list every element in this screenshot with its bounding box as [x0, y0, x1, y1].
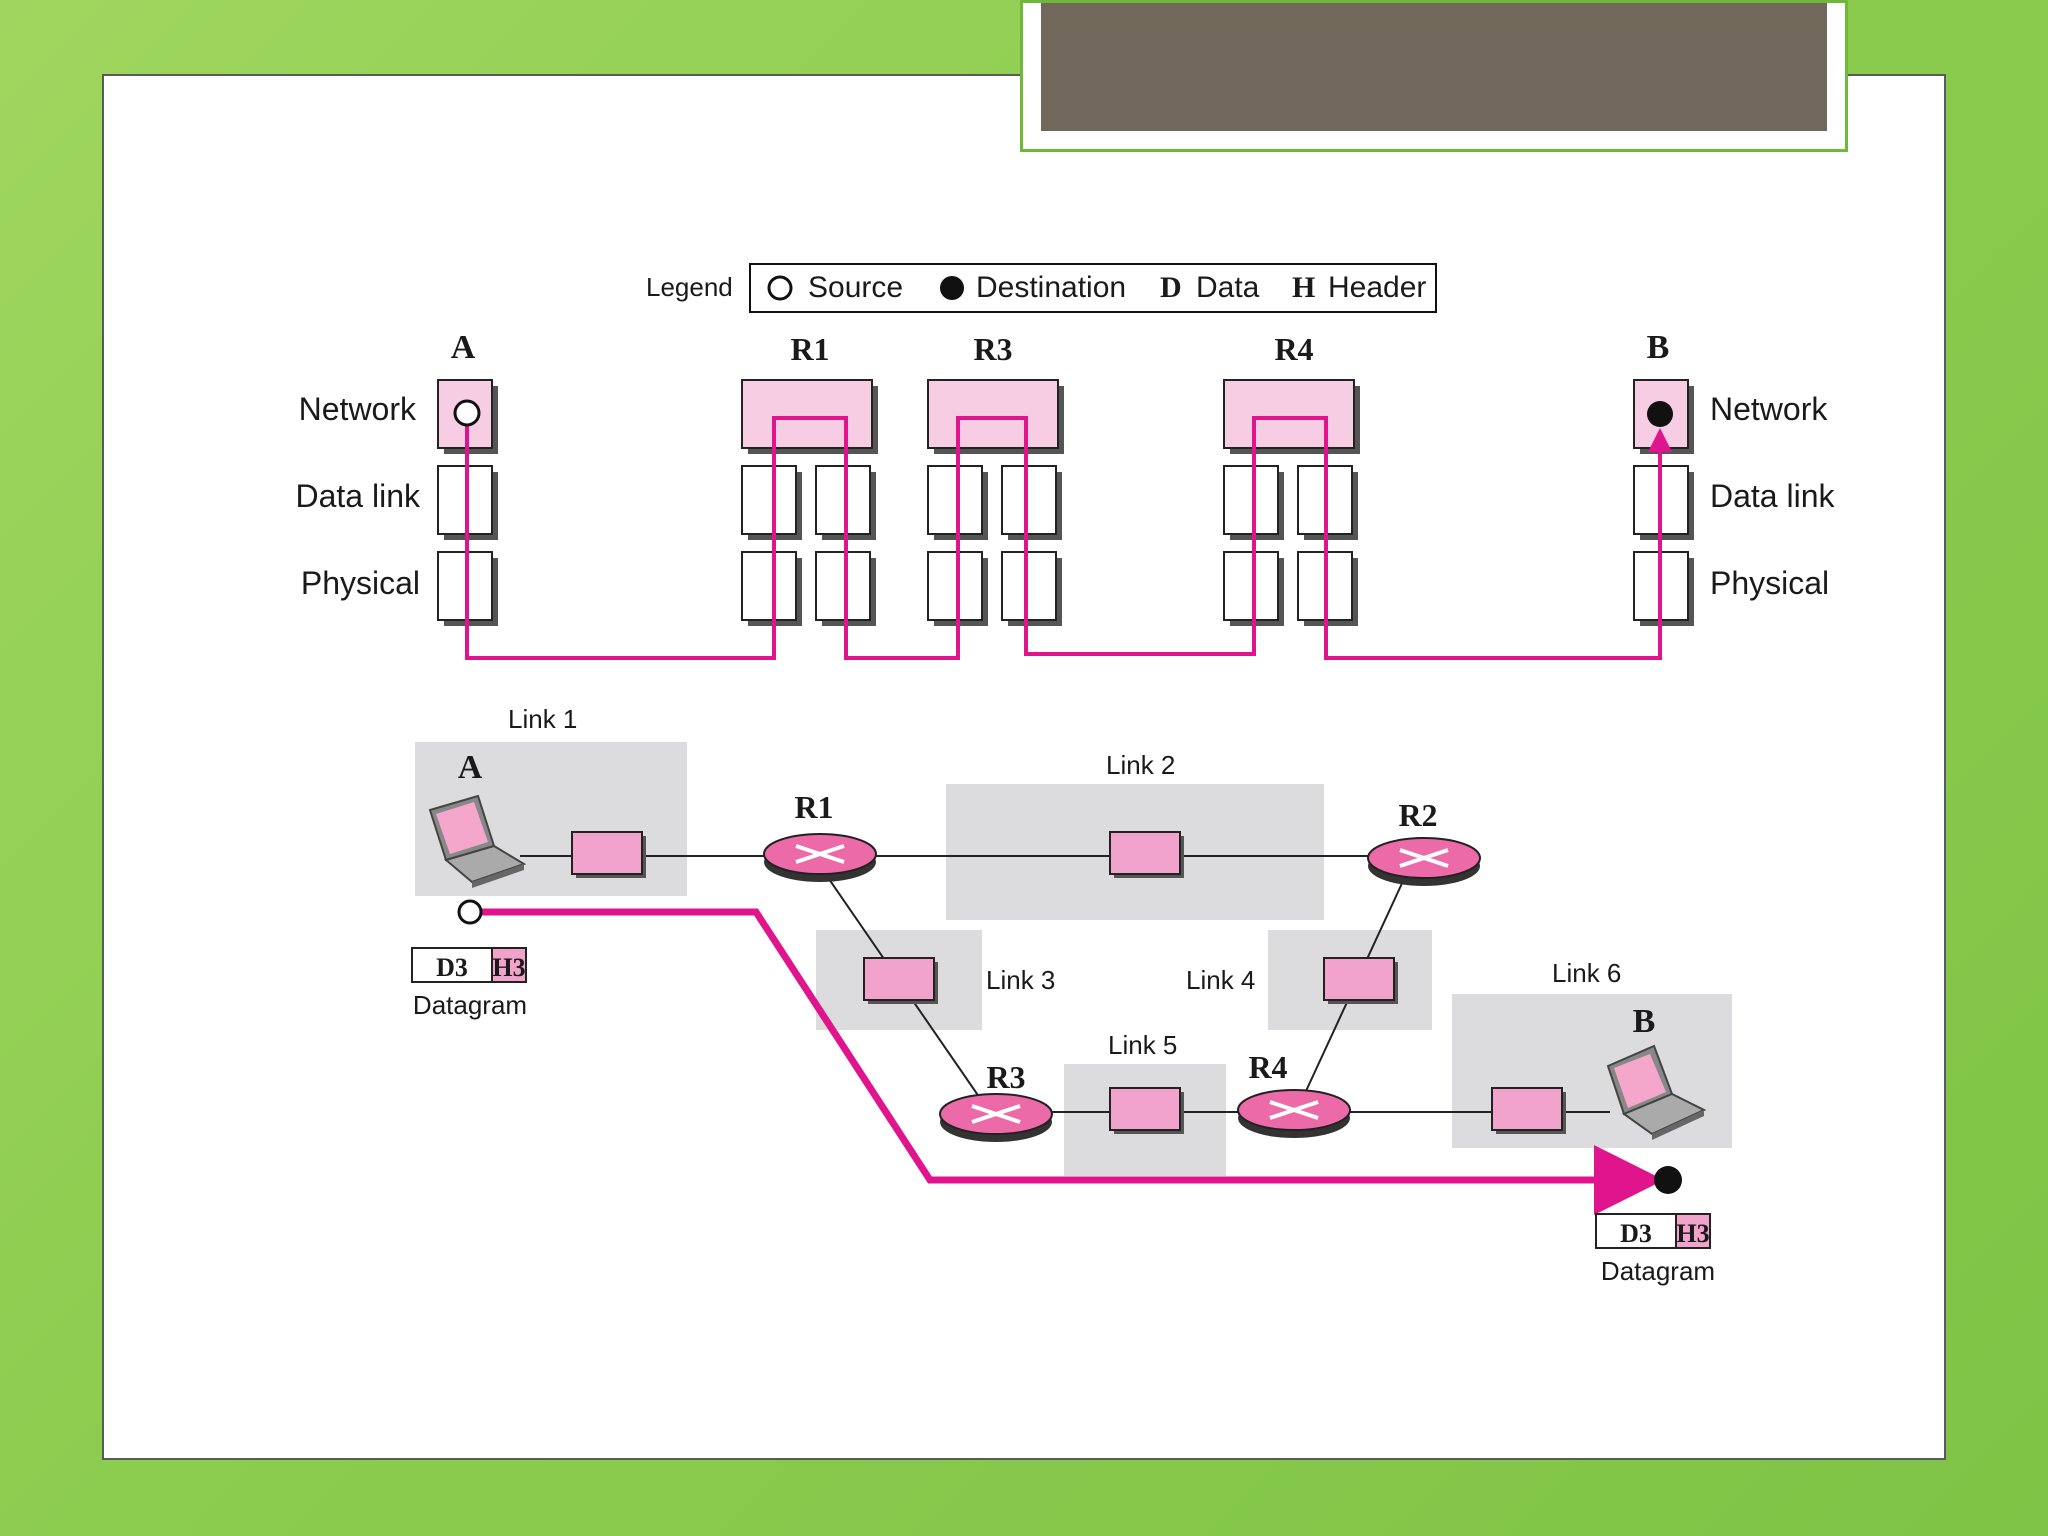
bottom-r1-label: R1	[794, 789, 833, 825]
layer-label-physical-left: Physical	[301, 565, 420, 601]
link2-label: Link 2	[1106, 750, 1175, 780]
source-circle-icon	[767, 275, 793, 301]
link3-label: Link 3	[986, 965, 1055, 995]
datagram-data-label: D3	[436, 953, 468, 982]
top-node-b-label: B	[1647, 329, 1670, 366]
legend-title: Legend	[646, 272, 733, 302]
topology-diagram: Link 1 Link 2 Link 3 Link 4 Link 5 Link …	[411, 704, 1732, 1286]
legend-box	[749, 263, 1437, 313]
datagram-data-box	[1595, 1213, 1677, 1249]
frames	[571, 831, 1566, 1134]
bottom-r4-label: R4	[1248, 1049, 1287, 1085]
link6-frame	[1491, 1087, 1563, 1131]
bottom-node-a-label: A	[458, 749, 483, 786]
title-box	[1020, 0, 1848, 152]
link5-frame	[1109, 1087, 1181, 1131]
legend-source: Source	[808, 271, 903, 304]
layer-label-network-left: Network	[299, 391, 417, 427]
source-circle-icon	[457, 899, 483, 925]
router-r2	[1367, 837, 1481, 886]
datagram-header-label: H3	[492, 953, 525, 982]
r4-network-layer	[1223, 379, 1355, 449]
link2-frame	[1109, 831, 1181, 875]
legend-header: Header	[1328, 271, 1426, 304]
legend-data: Data	[1196, 271, 1260, 304]
datagram-header-box	[1675, 1213, 1711, 1249]
datagram-source: D3 H3 Datagram	[411, 947, 527, 1020]
router-r3	[939, 1093, 1053, 1142]
router-cross-icon	[1269, 1100, 1319, 1120]
link4-frame	[1323, 957, 1395, 1001]
datagram-caption: Datagram	[1601, 1256, 1715, 1286]
datagram-data-box	[411, 947, 493, 983]
r4-stack	[1223, 379, 1360, 626]
r3-stack	[927, 379, 1064, 626]
r3-network-layer	[927, 379, 1059, 449]
destination-dot-icon	[940, 276, 964, 300]
title-bar	[1041, 3, 1827, 131]
link1-label: Link 1	[508, 704, 577, 734]
datagram-caption: Datagram	[413, 990, 527, 1020]
link1-frame	[571, 831, 643, 875]
top-r4-label: R4	[1274, 331, 1313, 367]
link6-label: Link 6	[1552, 958, 1621, 988]
top-r3-label: R3	[973, 331, 1012, 367]
r1-network-layer	[741, 379, 873, 449]
legend: Legend Source Destination D Data H Heade…	[646, 263, 1437, 313]
bottom-node-b-label: B	[1633, 1003, 1656, 1040]
top-node-a-label: A	[451, 329, 476, 366]
datagram-destination: D3 H3 Datagram	[1595, 1213, 1715, 1286]
laptop-a-icon	[428, 794, 527, 888]
layer-path	[465, 416, 1672, 660]
layer-label-physical-right: Physical	[1710, 565, 1829, 601]
layer-diagram: A R1 R3 R4 B Network Data link Physical …	[296, 329, 1836, 660]
router-r1	[763, 833, 877, 882]
link3-frame	[863, 957, 935, 1001]
link4-label: Link 4	[1186, 965, 1255, 995]
legend-data-key: D	[1160, 271, 1182, 304]
router-cross-icon	[971, 1104, 1021, 1124]
router-cross-icon	[795, 844, 845, 864]
laptop-b-icon	[1606, 1044, 1707, 1140]
destination-dot-icon	[1647, 401, 1673, 427]
legend-header-key: H	[1292, 271, 1315, 304]
datagram-data-label: D3	[1620, 1219, 1652, 1248]
top-r1-label: R1	[790, 331, 829, 367]
legend-destination: Destination	[976, 271, 1126, 304]
router-cross-icon	[1399, 848, 1449, 868]
datagram-header-label: H3	[1676, 1219, 1709, 1248]
layer-label-datalink-right: Data link	[1710, 478, 1836, 514]
bottom-r2-label: R2	[1398, 797, 1437, 833]
router-r4	[1237, 1089, 1351, 1138]
source-circle-icon	[453, 399, 481, 427]
layer-label-datalink-left: Data link	[296, 478, 422, 514]
datagram-header-box	[491, 947, 527, 983]
link5-label: Link 5	[1108, 1030, 1177, 1060]
layer-label-network-right: Network	[1710, 391, 1828, 427]
bottom-r3-label: R3	[986, 1059, 1025, 1095]
destination-dot-icon	[1654, 1166, 1682, 1194]
datagram-path	[480, 908, 1664, 1215]
